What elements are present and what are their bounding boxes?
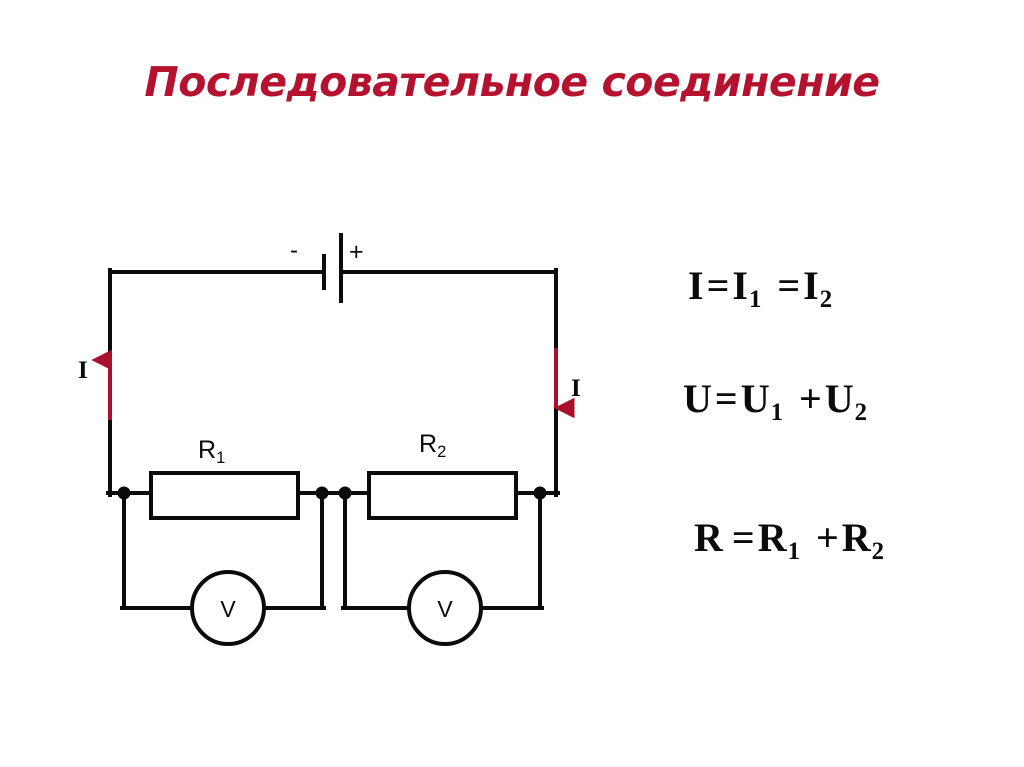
voltmeter-2-label: V xyxy=(437,596,453,622)
battery-symbol xyxy=(322,233,343,303)
formula-resistance-term1: R xyxy=(757,515,788,560)
formula-voltage-lhs: U xyxy=(683,376,713,421)
formula-resistance-lhs: R xyxy=(694,515,724,560)
resistor-2-letter: R xyxy=(419,430,438,458)
formula-voltage-op1: = xyxy=(714,376,739,421)
resistor-2 xyxy=(367,471,518,520)
voltmeter-1-branch xyxy=(120,491,326,610)
formula-voltage: U=U1+U2 xyxy=(683,375,867,427)
resistor-2-subscript: 2 xyxy=(437,442,447,461)
resistor-1-letter: R xyxy=(198,436,217,464)
voltmeter-1-label: V xyxy=(220,596,236,622)
formula-voltage-sub1: 1 xyxy=(770,398,783,426)
formula-resistance-op2: + xyxy=(815,515,840,560)
current-label-left: I xyxy=(78,357,88,384)
voltmeter-2-body xyxy=(407,570,483,646)
voltmeter-2-branch xyxy=(341,491,544,610)
voltmeter-2: V xyxy=(407,570,483,646)
current-label-right: I xyxy=(571,375,581,402)
formula-current-term1: I xyxy=(732,263,749,308)
formula-current-sub2: 2 xyxy=(819,285,833,313)
formula-current-op2: = xyxy=(777,263,802,308)
junction-dots xyxy=(117,486,547,500)
resistor-1 xyxy=(149,471,300,520)
formula-voltage-term2: U xyxy=(824,376,855,421)
formula-current-lhs: I xyxy=(688,263,705,308)
formula-voltage-op2: + xyxy=(798,376,823,421)
formula-resistance-sub2: 2 xyxy=(871,537,885,565)
junction-dot-right xyxy=(533,486,547,500)
resistor-1-label: R1 xyxy=(198,436,225,468)
voltmeter-1: V xyxy=(190,570,266,646)
formula-resistance-term2: R xyxy=(841,515,872,560)
formula-resistance-sub1: 1 xyxy=(787,537,800,565)
formula-current-op1: = xyxy=(706,263,731,308)
battery-negative-label: - xyxy=(290,237,298,264)
formula-voltage-sub2: 2 xyxy=(854,398,868,426)
junction-dot-mid-left xyxy=(315,486,329,500)
circuit-wires xyxy=(106,268,560,497)
battery-positive-label: + xyxy=(349,238,364,266)
resistor-1-subscript: 1 xyxy=(216,448,226,467)
formula-current: I=I1=I2 xyxy=(688,262,832,314)
formula-voltage-term1: U xyxy=(740,376,771,421)
voltmeter-1-body xyxy=(190,570,266,646)
current-arrows xyxy=(91,348,575,420)
junction-dot-mid-right xyxy=(338,486,352,500)
formula-resistance: R=R1+R2 xyxy=(694,514,884,566)
formula-resistance-op1: = xyxy=(731,515,756,560)
formula-current-sub1: 1 xyxy=(748,285,762,313)
formula-current-term2: I xyxy=(803,263,820,308)
page-title: Последовательное соединение xyxy=(144,58,880,106)
junction-dot-left xyxy=(117,486,131,500)
resistor-2-label: R2 xyxy=(419,430,446,462)
